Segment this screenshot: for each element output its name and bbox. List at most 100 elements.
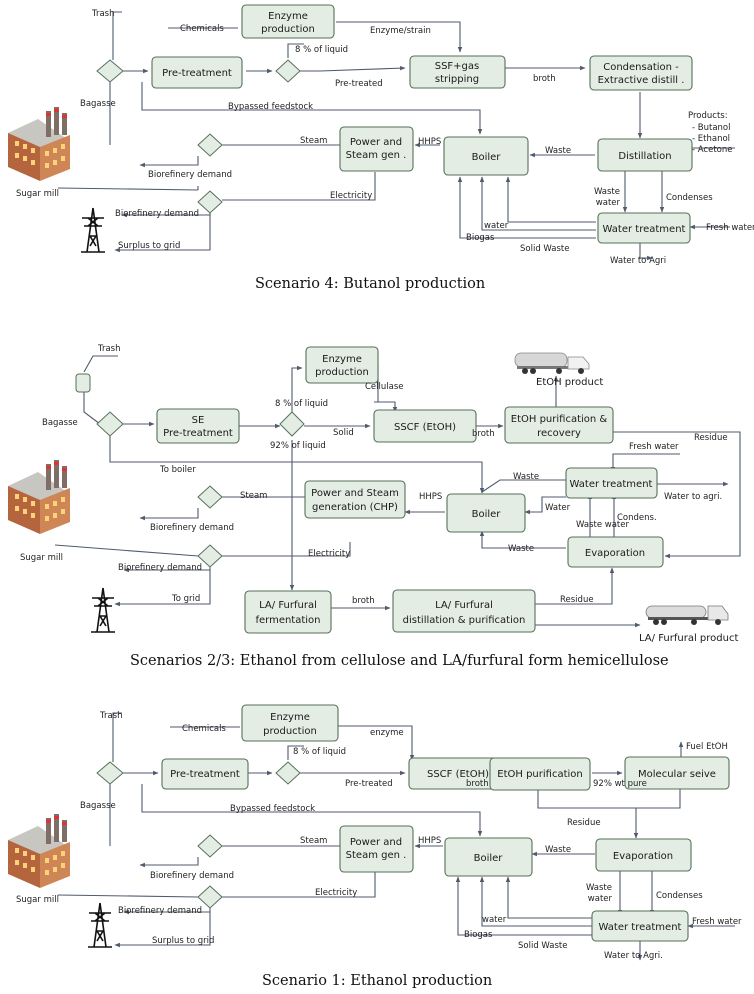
s23-to-grid-label: To grid <box>171 594 200 604</box>
s1-caption: Scenario 1: Ethanol production <box>262 973 492 989</box>
s23-fresh-water-label: Fresh water <box>629 442 679 452</box>
s4-steam-label: Steam <box>300 136 327 146</box>
s1-fresh-water-label: Fresh water <box>692 917 742 927</box>
sugar-mill-icon <box>8 107 70 181</box>
s4-water-label: water <box>484 221 509 231</box>
s23-solid-label: Solid <box>333 428 354 438</box>
s1-surplus-label: Surplus to grid <box>152 936 214 946</box>
s4-electricity-label: Electricity <box>330 191 372 201</box>
s23-biorefinery1-label: Biorefinery demand <box>150 523 234 533</box>
s4-solid-waste-label: Solid Waste <box>520 244 569 254</box>
s4-distillation-box: Distillation <box>618 151 671 162</box>
s23-steam-label: Steam <box>240 491 267 501</box>
s23-evaporation-box: Evaporation <box>585 548 645 559</box>
s4-fresh-water-label: Fresh water <box>706 223 754 233</box>
s23-waste2-label: Waste <box>508 544 534 554</box>
s1-broth-label: broth <box>466 779 489 789</box>
s4-condenses-label: Condenses <box>666 193 713 203</box>
s4-bypassed-label: Bypassed feedstock <box>228 102 313 112</box>
s1-boiler-box: Boiler <box>474 853 504 864</box>
s4-enzyme-strain-label: Enzyme/strain <box>370 26 431 36</box>
s4-products-label: Products: <box>688 111 728 121</box>
s4-water-agri-label: Water to Agri <box>610 256 666 266</box>
s23-bagasse-label: Bagasse <box>42 418 78 428</box>
s4-pretreatment-box: Pre-treatment <box>162 68 232 79</box>
power-tower-icon <box>80 207 106 253</box>
s23-condens-label: Condens. <box>617 513 657 523</box>
s1-sscf-box: SSCF (EtOH) <box>427 769 489 780</box>
power-tower-icon <box>90 587 116 633</box>
s23-electricity-label: Electricity <box>308 549 350 559</box>
s1-waste-label: Waste <box>545 845 571 855</box>
s1-92pure-label: 92% wt pure <box>593 779 647 789</box>
power-tower-icon <box>87 902 113 948</box>
s4-condensation-box: Condensation -Extractive distill . <box>598 62 685 86</box>
s1-purification-box: EtOH purification <box>497 769 582 780</box>
s1-residue-label: Residue <box>567 818 601 828</box>
s23-broth-label: broth <box>472 429 495 439</box>
s23-water-treatment-box: Water treatment <box>570 479 653 490</box>
s4-sugar-mill-label: Sugar mill <box>16 189 59 199</box>
s4-trash-label: Trash <box>91 9 114 19</box>
s1-biorefinery2-label: Biorefinery demand <box>118 906 202 916</box>
s1-chemicals-label: Chemicals <box>182 724 226 734</box>
s1-hhps-label: HHPS <box>418 836 441 846</box>
s1-bypassed-label: Bypassed feedstock <box>230 804 315 814</box>
s4-butanol-label: - Butanol <box>692 123 730 133</box>
s1-biogas-label: Biogas <box>464 930 493 940</box>
s23-boiler-box: Boiler <box>472 509 502 520</box>
s1-pretreatment-box: Pre-treatment <box>170 769 240 780</box>
s1-water-label: water <box>482 915 507 925</box>
s4-ethanol-label: - Ethanol <box>692 134 730 144</box>
s1-fuel-etoh-label: Fuel EtOH <box>686 742 728 752</box>
s4-waste-label: Waste <box>545 146 571 156</box>
s1-molecular-seive-box: Molecular seive <box>638 769 716 780</box>
s23-purification-box: EtOH purification &recovery <box>511 414 608 439</box>
s4-bagasse-label: Bagasse <box>80 99 116 109</box>
sugar-mill-icon <box>8 814 70 888</box>
s23-trash-label: Trash <box>97 344 120 354</box>
s23-92pct-label: 92% of liquid <box>270 441 326 451</box>
s4-broth-label: broth <box>533 74 556 84</box>
etoh-truck-icon <box>514 352 590 375</box>
s1-solid-waste-label: Solid Waste <box>518 941 567 951</box>
s1-water-treatment-box: Water treatment <box>599 922 682 933</box>
s23-broth2-label: broth <box>352 596 375 606</box>
s4-chemicals-label: Chemicals <box>180 24 224 34</box>
s4-biogas-label: Biogas <box>466 233 495 243</box>
s1-water-agri-label: Water to Agri. <box>604 951 663 961</box>
s4-surplus-label: Surplus to grid <box>118 241 180 251</box>
sugar-mill-icon <box>8 460 70 534</box>
s4-pretreated-label: Pre-treated <box>335 79 383 89</box>
s1-condenses-label: Condenses <box>656 891 703 901</box>
s4-hhps-label: HHPS <box>418 137 441 147</box>
s4-caption: Scenario 4: Butanol production <box>255 276 485 292</box>
s23-residue2-label: Residue <box>560 595 594 605</box>
s23-to-boiler-label: To boiler <box>159 465 196 475</box>
s1-evaporation-box: Evaporation <box>613 851 673 862</box>
s23-caption: Scenarios 2/3: Ethanol from cellulose an… <box>130 653 669 669</box>
s4-acetone-label: - Acetone <box>692 145 733 155</box>
s1-enzyme-label: enzyme <box>370 728 404 738</box>
s23-waste-water-label: Waste water <box>576 520 629 530</box>
s4-boiler-box: Boiler <box>472 152 502 163</box>
s4-biorefinery2-label: Biorefinery demand <box>115 209 199 219</box>
s1-bagasse-label: Bagasse <box>80 801 116 811</box>
s23-8pct-label: 8 % of liquid <box>275 399 328 409</box>
